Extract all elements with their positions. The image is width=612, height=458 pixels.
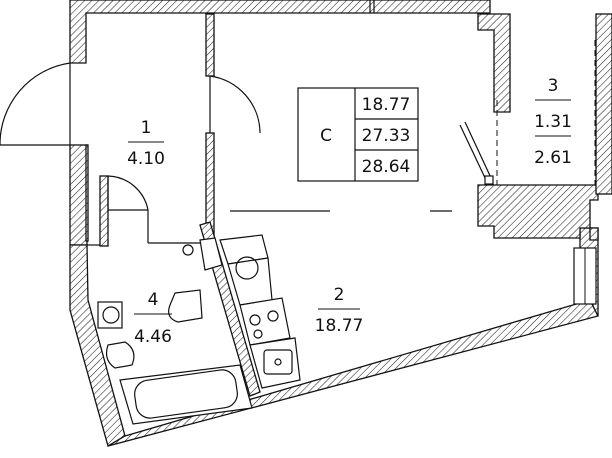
room-number: 1 <box>141 118 152 138</box>
summary-box: С 18.77 27.33 28.64 <box>297 87 419 182</box>
zone-lines <box>230 40 596 212</box>
room-2-label: 2 18.77 <box>315 285 364 336</box>
hall-door <box>209 75 261 134</box>
room-number: 2 <box>334 285 345 305</box>
room-area: 4.10 <box>127 149 165 169</box>
room-1-label: 1 4.10 <box>127 118 165 169</box>
summary-value-total: 27.33 <box>362 126 411 146</box>
right-window <box>573 247 597 305</box>
room-area: 1.31 <box>534 112 572 132</box>
top-window <box>369 0 375 13</box>
room-number: 4 <box>148 290 159 310</box>
kitchen-fixtures <box>219 234 301 389</box>
room-extra-area: 2.61 <box>534 148 572 168</box>
bathroom-door <box>107 175 149 211</box>
closet-door <box>459 121 494 185</box>
room-number: 3 <box>548 76 559 96</box>
entrance-door <box>0 62 71 146</box>
interior-partitions <box>85 13 261 397</box>
room-4-label: 4 4.46 <box>134 290 172 347</box>
room-3-label: 3 1.31 2.61 <box>534 76 572 168</box>
summary-value-overall: 28.64 <box>362 157 411 177</box>
room-area: 18.77 <box>315 316 364 336</box>
room-area: 4.46 <box>134 327 172 347</box>
summary-value-living: 18.77 <box>362 95 411 115</box>
bathroom-fixtures <box>97 237 253 425</box>
summary-type-label: С <box>320 126 332 146</box>
